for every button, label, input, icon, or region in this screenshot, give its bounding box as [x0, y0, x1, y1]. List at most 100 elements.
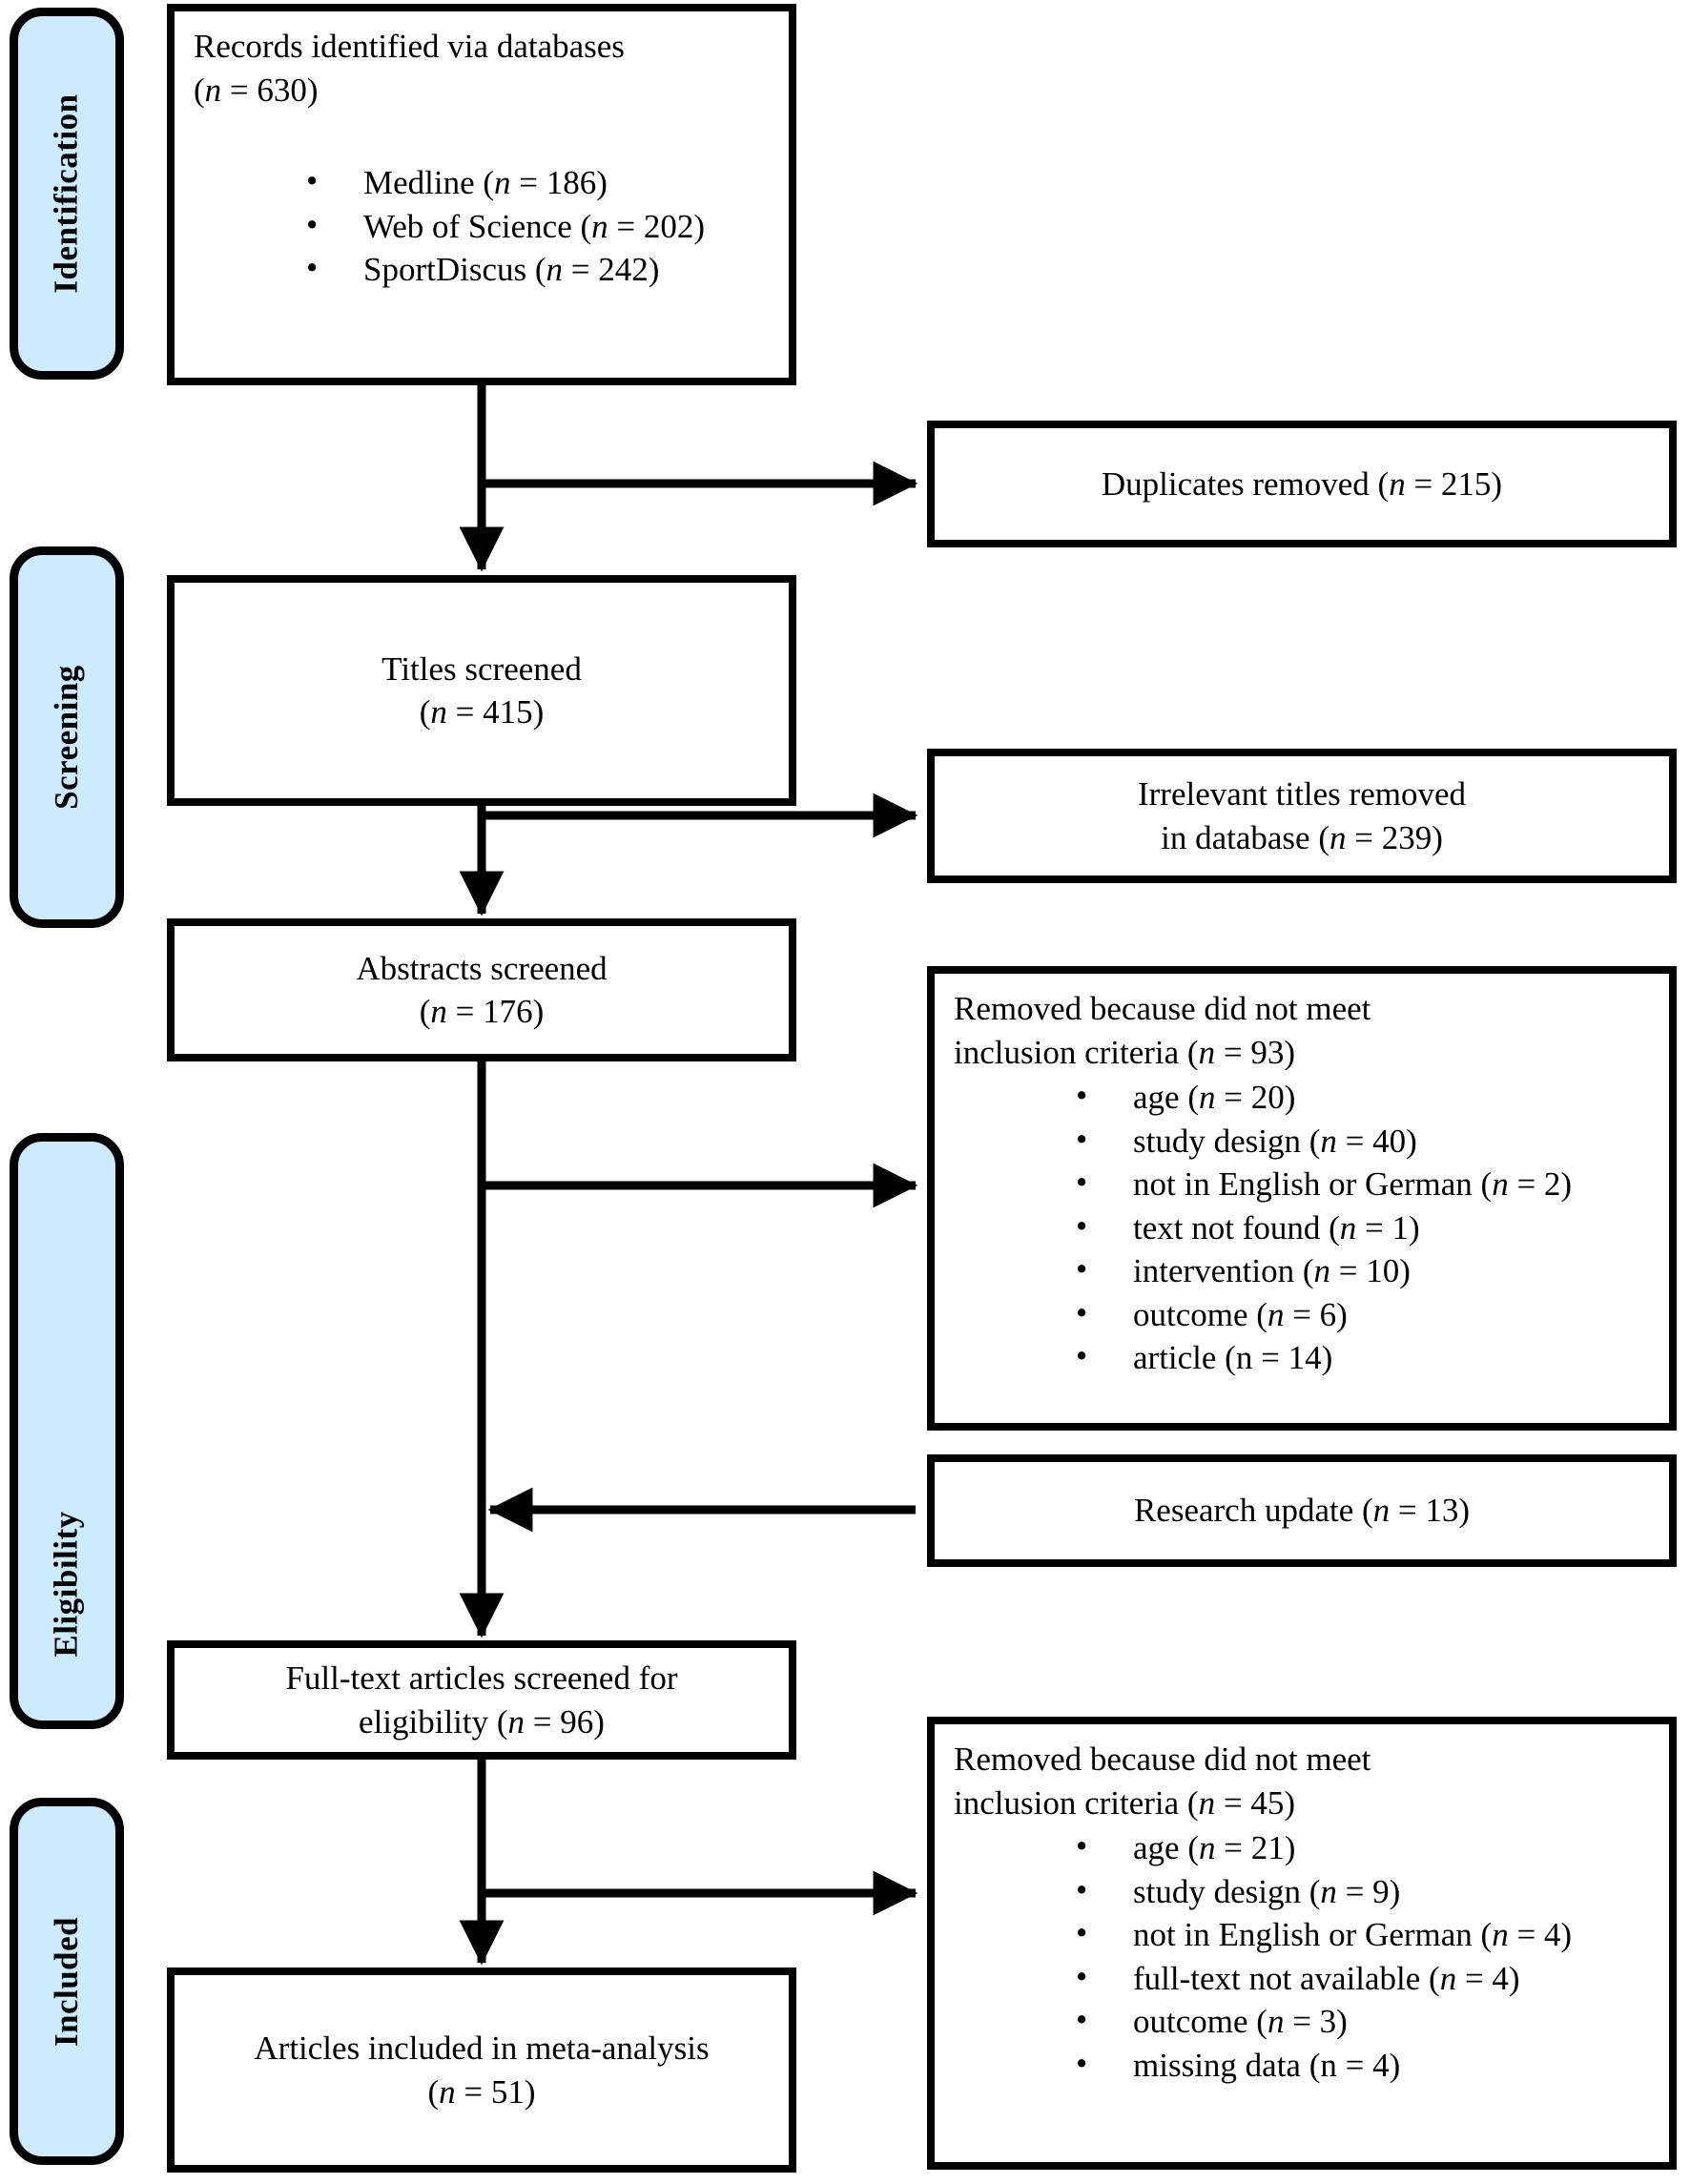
removed-abstracts-line2-prefix: inclusion criteria ( [954, 1033, 1199, 1071]
box-abstracts-screened: Abstracts screened (n = 176) [167, 918, 796, 1061]
articles-included-line2-italic: n [439, 2072, 456, 2111]
titles-screened-line2-prefix: ( [419, 693, 431, 731]
titles-screened-line1: Titles screened [381, 649, 582, 688]
bullet-tail: = 1) [1356, 1208, 1420, 1247]
articles-included-line2-prefix: ( [427, 2072, 440, 2111]
bullet-italic: n [1267, 2003, 1285, 2040]
irrelevant-titles-line2-italic: n [1329, 818, 1347, 856]
bullet-tail: = 3) [1284, 2003, 1348, 2040]
list-item: study design (n = 9) [1076, 1868, 1650, 1914]
list-item: study design (n = 40) [1076, 1118, 1650, 1164]
bullet-tail: n = 14) [1235, 1339, 1333, 1376]
removed-fulltext-line2-prefix: inclusion criteria ( [954, 1783, 1199, 1822]
titles-screened-line2-italic: n [430, 693, 447, 731]
records-identified-line1: Records identified via databases [194, 28, 625, 65]
list-item: SportDiscus (n = 242) [306, 246, 770, 292]
abstracts-screened-line2-prefix: ( [419, 993, 431, 1030]
bullet-tail: = 202) [608, 207, 706, 245]
removed-fulltext-heading: Removed because did not meet inclusion c… [954, 1738, 1650, 1824]
bullet-italic: n [1492, 1916, 1509, 1953]
stage-label-included: Included [48, 1916, 85, 2047]
bullet-tail: n = 4) [1320, 2046, 1401, 2084]
list-item: not in English or German (n = 2) [1076, 1161, 1650, 1206]
records-identified-line2-suffix: = 630) [221, 71, 319, 109]
bullet-tail: = 4) [1456, 1959, 1520, 1997]
box-records-identified: Records identified via databases (n = 63… [167, 4, 796, 385]
bullet-text: Medline ( [363, 164, 495, 201]
bullet-tail: = 10) [1330, 1252, 1411, 1289]
box-fulltext-screened: Full-text articles screened for eligibil… [167, 1640, 796, 1760]
list-item: outcome (n = 6) [1076, 1291, 1650, 1337]
records-identified-line2-italic: n [204, 71, 222, 109]
box-duplicates-removed: Duplicates removed (n = 215) [927, 421, 1677, 547]
removed-abstracts-reason-list: age (n = 20) study design (n = 40) not i… [1076, 1074, 1650, 1380]
bullet-tail: = 9) [1336, 1872, 1401, 1910]
stage-label-identification: Identification [48, 93, 86, 294]
box-titles-screened: Titles screened (n = 415) [167, 575, 796, 806]
bullet-tail: = 40) [1336, 1122, 1417, 1160]
list-item: age (n = 20) [1076, 1074, 1650, 1120]
bullet-text: not in English or German ( [1133, 1916, 1493, 1953]
fulltext-screened-text: Full-text articles screened for eligibil… [285, 1657, 677, 1743]
stage-pill-screening: Screening [10, 546, 124, 928]
removed-fulltext-line1: Removed because did not meet [954, 1741, 1371, 1778]
articles-included-text: Articles included in meta-analysis (n = … [254, 2027, 709, 2113]
articles-included-count: = 51) [455, 2072, 536, 2111]
bullet-italic: n [1492, 1165, 1509, 1203]
fulltext-screened-line1: Full-text articles screened for [285, 1659, 678, 1697]
irrelevant-titles-text: Irrelevant titles removed in database (n… [1138, 773, 1466, 859]
bullet-tail: = 2) [1508, 1165, 1573, 1203]
research-update-count: = 13) [1390, 1492, 1471, 1530]
removed-abstracts-count: = 93) [1215, 1033, 1295, 1071]
records-identified-text: Records identified via databases (n = 63… [194, 25, 770, 112]
duplicates-removed-italic: n [1389, 464, 1406, 503]
removed-abstracts-line2-italic: n [1198, 1033, 1216, 1071]
removed-fulltext-count: = 45) [1215, 1783, 1295, 1822]
box-removed-after-fulltext-screening: Removed because did not meet inclusion c… [927, 1717, 1677, 2170]
bullet-text: Web of Science ( [363, 207, 592, 245]
bullet-text: missing data ( [1133, 2046, 1321, 2084]
irrelevant-titles-line1: Irrelevant titles removed [1137, 775, 1467, 813]
removed-abstracts-heading: Removed because did not meet inclusion c… [954, 987, 1650, 1074]
bullet-text: study design ( [1133, 1122, 1321, 1160]
abstracts-screened-line1: Abstracts screened [356, 949, 608, 987]
stage-label-screening: Screening [48, 665, 86, 810]
irrelevant-titles-count: = 239) [1346, 818, 1443, 856]
stage-pill-eligibility: Eligibility [10, 1133, 124, 1729]
fulltext-screened-line2-italic: n [507, 1702, 526, 1741]
titles-screened-count: = 415) [446, 693, 545, 731]
list-item: not in English or German (n = 4) [1076, 1911, 1650, 1957]
removed-fulltext-reason-list: age (n = 21) study design (n = 9) not in… [1076, 1824, 1650, 2088]
bullet-text: article ( [1133, 1339, 1236, 1376]
bullet-text: text not found ( [1133, 1208, 1340, 1247]
bullet-tail: = 242) [563, 251, 660, 288]
abstracts-screened-text: Abstracts screened (n = 176) [356, 947, 607, 1034]
list-item: Web of Science (n = 202) [306, 203, 770, 249]
irrelevant-titles-line2-prefix: in database ( [1161, 818, 1329, 856]
bullet-tail: = 21) [1215, 1829, 1296, 1866]
bullet-italic: n [1198, 1829, 1216, 1866]
bullet-italic: n [494, 164, 511, 201]
list-item: missing data (n = 4) [1076, 2042, 1650, 2088]
box-articles-included: Articles included in meta-analysis (n = … [167, 1968, 796, 2173]
research-update-text: Research update (n = 13) [1134, 1489, 1470, 1533]
bullet-italic: n [1320, 1122, 1337, 1160]
titles-screened-text: Titles screened (n = 415) [381, 648, 582, 734]
list-item: outcome (n = 3) [1076, 1998, 1650, 2044]
records-identified-database-list: Medline (n = 186) Web of Science (n = 20… [306, 159, 770, 292]
list-item: full-text not available (n = 4) [1076, 1955, 1650, 2001]
abstracts-screened-line2-italic: n [430, 993, 447, 1030]
bullet-italic: n [1439, 1959, 1457, 1997]
removed-fulltext-line2-italic: n [1198, 1783, 1216, 1822]
bullet-text: study design ( [1133, 1872, 1321, 1910]
duplicates-removed-label: Duplicates removed ( [1101, 464, 1390, 503]
bullet-italic: n [1339, 1208, 1357, 1247]
bullet-tail: = 4) [1508, 1916, 1573, 1953]
stage-pill-included: Included [10, 1798, 124, 2165]
box-irrelevant-titles-removed: Irrelevant titles removed in database (n… [927, 749, 1677, 883]
research-update-italic: n [1372, 1492, 1391, 1530]
bullet-tail: = 6) [1284, 1295, 1348, 1333]
bullet-italic: n [1198, 1079, 1216, 1116]
